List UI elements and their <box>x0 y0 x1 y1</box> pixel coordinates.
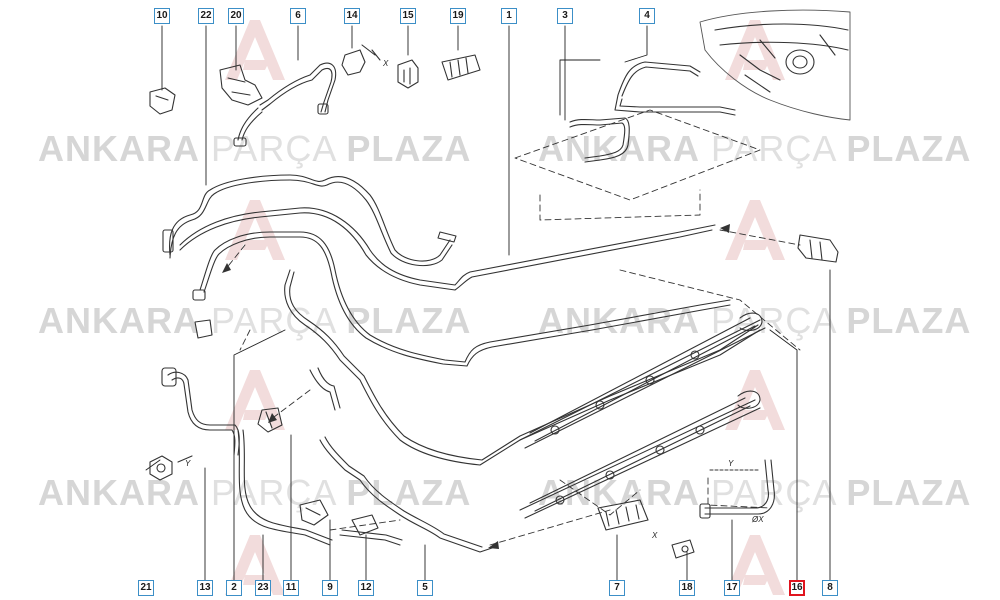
callout-1[interactable]: 1 <box>501 8 517 24</box>
dashed-guides <box>224 109 801 546</box>
dim-y-label-2: Y <box>185 459 191 468</box>
pipe-6 <box>233 62 337 147</box>
callout-22[interactable]: 22 <box>198 8 214 24</box>
dim-x-label-2: X <box>651 531 658 540</box>
hose-17 <box>699 459 775 519</box>
clip-11 <box>257 407 283 433</box>
callout-8[interactable]: 8 <box>822 580 838 596</box>
pipe-1 <box>179 207 716 291</box>
callout-3[interactable]: 3 <box>557 8 573 24</box>
clip-9 <box>299 499 329 526</box>
pipe-rail-upper <box>519 312 766 449</box>
fitting-18 <box>671 539 695 559</box>
pipe-2 <box>192 231 731 367</box>
clip-7 <box>597 499 649 531</box>
callout-17[interactable]: 17 <box>724 580 740 596</box>
callout-23[interactable]: 23 <box>255 580 271 596</box>
callout-6[interactable]: 6 <box>290 8 306 24</box>
pipe-rail-lower <box>519 390 761 519</box>
callout-4[interactable]: 4 <box>639 8 655 24</box>
pipe-5 <box>284 269 761 553</box>
bracket-20 <box>219 64 263 106</box>
callout-13[interactable]: 13 <box>197 580 213 596</box>
callout-14[interactable]: 14 <box>344 8 360 24</box>
callout-21[interactable]: 21 <box>138 580 154 596</box>
pipe-4 <box>614 61 736 116</box>
clip-10 <box>149 87 176 115</box>
callout-9[interactable]: 9 <box>322 580 338 596</box>
callout-19[interactable]: 19 <box>450 8 466 24</box>
pipe-22 <box>162 174 457 267</box>
connector-8 <box>797 234 839 263</box>
fitting-2 <box>194 319 213 339</box>
callout-7[interactable]: 7 <box>609 580 625 596</box>
pipe-23 <box>237 429 333 546</box>
clip-15 <box>397 59 419 89</box>
callout-11[interactable]: 11 <box>283 580 299 596</box>
nut-21 <box>149 455 193 481</box>
pipe-3 <box>569 117 630 163</box>
arrowheads <box>222 224 730 549</box>
callout-16-selected[interactable]: 16 <box>789 580 805 596</box>
fuel-tank-drawing <box>699 9 851 121</box>
clip-14 <box>341 44 381 76</box>
clip-12 <box>351 514 379 536</box>
clip-19 <box>441 54 481 81</box>
callout-5[interactable]: 5 <box>417 580 433 596</box>
callout-10[interactable]: 10 <box>154 8 170 24</box>
dim-dx-label: ØX <box>751 515 764 524</box>
callout-20[interactable]: 20 <box>228 8 244 24</box>
dim-x-label: X <box>382 59 389 68</box>
leader-lines <box>145 25 831 581</box>
callout-15[interactable]: 15 <box>400 8 416 24</box>
callout-12[interactable]: 12 <box>358 580 374 596</box>
callout-18[interactable]: 18 <box>679 580 695 596</box>
dim-y-label: Y <box>728 459 734 468</box>
pipe-13 <box>161 367 240 456</box>
callout-2[interactable]: 2 <box>226 580 242 596</box>
